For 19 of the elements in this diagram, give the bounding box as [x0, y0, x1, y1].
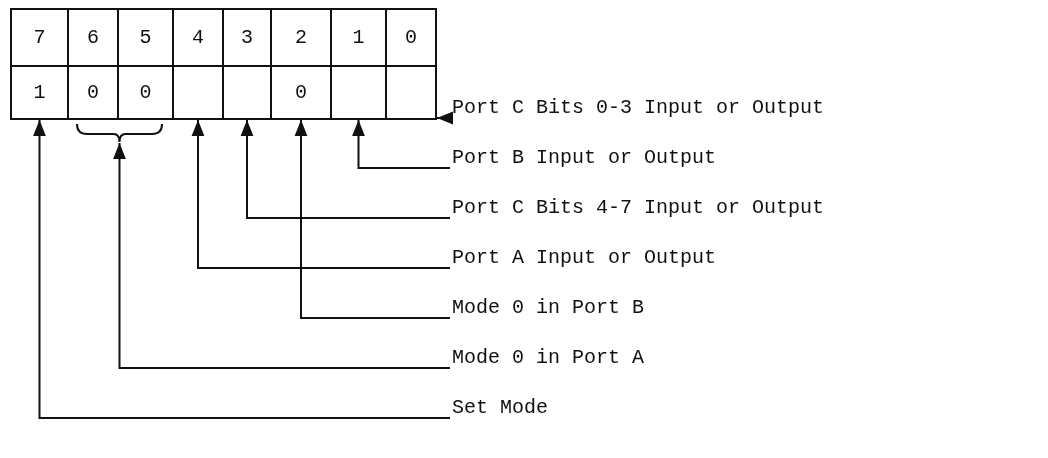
- leader-arrow: [436, 111, 453, 125]
- callout-text: Mode 0 in Port A: [452, 346, 645, 370]
- callout-text: Set Mode: [452, 396, 548, 420]
- callout-text: Port A Input or Output: [452, 246, 717, 270]
- leader-arrow: [191, 119, 451, 269]
- leader-arrow: [33, 119, 451, 419]
- leader-arrow: [113, 142, 451, 369]
- bit-number-cell: 7: [10, 8, 69, 67]
- brace: [76, 123, 163, 143]
- leader-arrow: [352, 119, 451, 169]
- bit-value-cell: [385, 65, 437, 120]
- leader-arrow: [240, 119, 451, 219]
- bit-number-cell: 0: [385, 8, 437, 67]
- bit-value-cell: 1: [10, 65, 69, 120]
- callout-text: Port C Bits 0-3 Input or Output: [452, 96, 825, 120]
- callout-text: Mode 0 in Port B: [452, 296, 645, 320]
- leader-arrow: [294, 119, 451, 319]
- callout-text: Port C Bits 4-7 Input or Output: [452, 196, 825, 220]
- callout-text: Port B Input or Output: [452, 146, 717, 170]
